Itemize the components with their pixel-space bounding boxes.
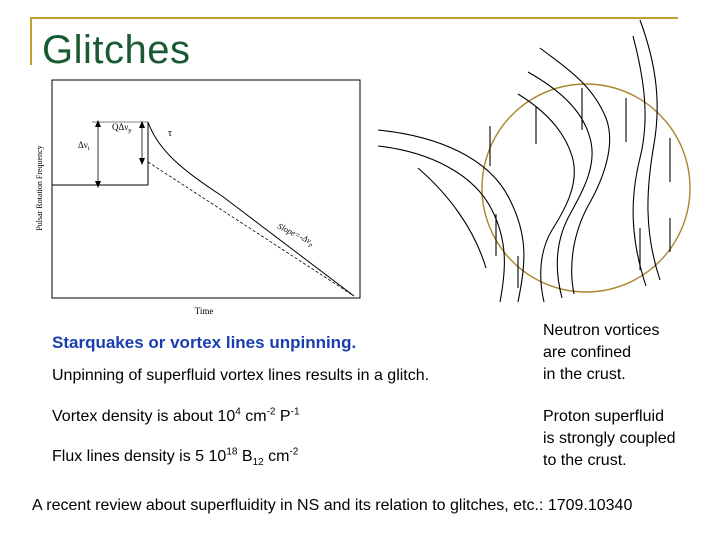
tau-label: τ (168, 128, 172, 139)
bullet-text: Flux lines density is 5 10 (52, 448, 227, 465)
note-line: to the crust. (543, 452, 627, 469)
bullet-vortex-density: Vortex density is about 104 cm-2 P-1 (52, 406, 300, 426)
arrowhead-up-icon (95, 120, 101, 127)
slide-title: Glitches (42, 28, 191, 72)
slope-label: Slope=-Δνp (275, 221, 316, 249)
note-line: in the crust. (543, 366, 626, 383)
neutron-vortices-note: Neutron vortices are confined in the cru… (543, 320, 660, 386)
exponent: -2 (289, 446, 299, 458)
neutron-star-diagram (378, 19, 691, 303)
recovery-curve (147, 121, 355, 297)
note-line: are confined (543, 344, 632, 361)
delta-nu-label: Δνt (78, 140, 90, 152)
note-line: Neutron vortices (543, 322, 660, 339)
exponent: -2 (266, 406, 276, 418)
vortex-line (527, 71, 593, 299)
plot-xlabel: Time (195, 306, 214, 316)
bullet-text: B (237, 448, 253, 465)
exponent: -1 (290, 406, 300, 418)
arrowhead-up-icon (139, 121, 145, 128)
title-rule (30, 17, 678, 19)
footer-reference: A recent review about superfluidity in N… (32, 497, 633, 514)
exponent: 18 (226, 446, 238, 458)
plot-frame (51, 79, 361, 299)
vortex-line (378, 129, 525, 303)
q-label: QΔνp (112, 122, 131, 134)
vortex-line (632, 35, 647, 287)
glitch-plot: Pulsar Rotation Frequency Time Δνt QΔνp … (35, 79, 361, 316)
note-line: Proton superfluid (543, 408, 664, 425)
arrowhead-down-icon (95, 181, 101, 188)
bullet-unpinning: Unpinning of superfluid vortex lines res… (52, 367, 430, 384)
bullet-text: P (275, 408, 291, 425)
exponent: 4 (235, 406, 241, 418)
subscript: 12 (252, 457, 264, 469)
vortex-line (639, 19, 661, 281)
extrapolation-line (147, 161, 355, 297)
bullet-text: cm (263, 448, 290, 465)
note-line: is strongly coupled (543, 430, 676, 447)
vortex-line (378, 145, 505, 303)
title-rule-vertical (30, 17, 32, 65)
vortex-line (417, 167, 487, 269)
arrowhead-down-icon (139, 158, 145, 165)
star-outline (481, 83, 691, 293)
proton-superfluid-note: Proton superfluid is strongly coupled to… (543, 406, 676, 472)
bullet-text: cm (240, 408, 267, 425)
vortex-line (539, 47, 611, 295)
bullet-flux-density: Flux lines density is 5 1018 B12 cm-2 (52, 446, 299, 469)
subheading: Starquakes or vortex lines unpinning. (52, 333, 357, 352)
vortex-line (517, 93, 575, 303)
plot-ylabel: Pulsar Rotation Frequency (35, 145, 44, 230)
bullet-text: Vortex density is about 10 (52, 408, 236, 425)
